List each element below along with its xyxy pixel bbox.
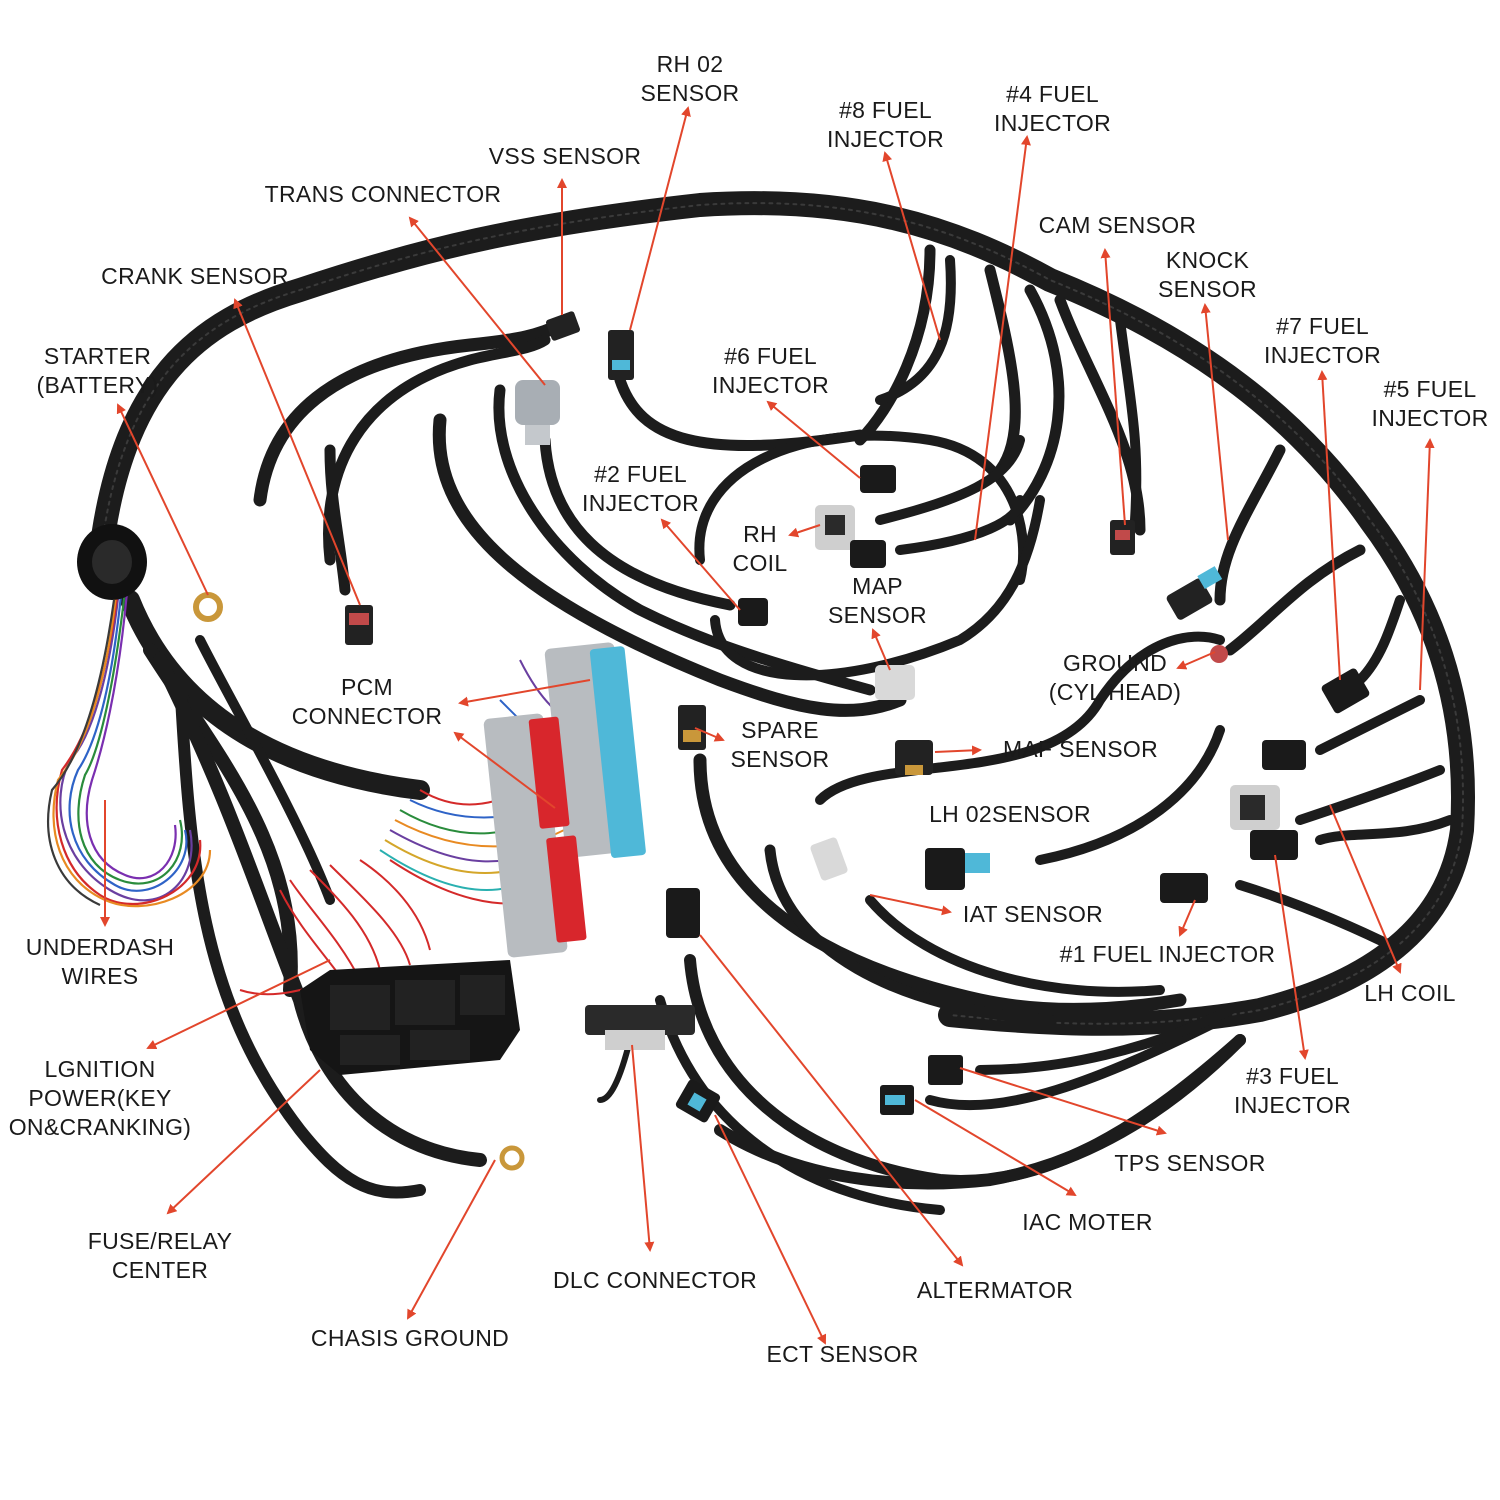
label-lh-o2-sensor: LH 02SENSOR xyxy=(929,801,1091,827)
arrow-fuse-relay-center xyxy=(166,1069,321,1215)
arrow-rh-coil xyxy=(788,524,821,538)
rh-o2-connector-part xyxy=(608,330,634,380)
fuel-injector-1-part xyxy=(1160,873,1208,903)
label-cam-sensor: CAM SENSOR xyxy=(1038,212,1197,238)
tps-connector-part xyxy=(928,1055,963,1085)
arrow-ground-cyl-head xyxy=(1176,651,1216,670)
label-iac-motor: IAC MOTER xyxy=(1022,1209,1153,1235)
arrow-crank-sensor xyxy=(233,298,361,606)
arrow-trans-connector xyxy=(408,216,546,386)
lh-o2-connector-part xyxy=(925,848,965,890)
label-starter-battery: STARTER(BATTERY) xyxy=(36,343,159,398)
dlc-connector-part xyxy=(585,1005,695,1035)
label-dlc-connector: DLC CONNECTOR xyxy=(552,1267,758,1293)
fuel-injector-6-part xyxy=(860,465,896,493)
harness-loom xyxy=(88,191,1475,1215)
arrow-dlc-connector xyxy=(631,1044,655,1252)
trans-connector-part xyxy=(515,380,560,425)
arrow-altermator xyxy=(699,934,964,1267)
arrow-fuel-injector-6 xyxy=(766,400,861,479)
maf-connector-part xyxy=(895,740,933,775)
label-altermator: ALTERMATOR xyxy=(916,1277,1074,1303)
fuel-injector-4-part xyxy=(850,540,886,568)
label-crank-sensor: CRANK SENSOR xyxy=(101,263,289,289)
chasis-ground-ring-terminal xyxy=(499,1145,525,1171)
arrow-fuel-injector-8 xyxy=(882,151,941,341)
connectors xyxy=(193,311,1370,1171)
underdash-wire-bundle xyxy=(47,579,212,908)
ect-connector-part xyxy=(666,888,700,938)
label-ground-cyl-head: GROUND(CYL HEAD) xyxy=(1048,650,1182,705)
fuel-injector-2-part xyxy=(738,598,768,626)
arrow-maf-sensor xyxy=(934,745,982,756)
trunk-lower-left xyxy=(120,590,430,800)
arrow-fuel-injector-2 xyxy=(660,518,741,611)
arrow-fuel-injector-5 xyxy=(1419,438,1435,691)
arrow-lh-coil xyxy=(1329,804,1402,974)
arrow-pcm-connector-upper xyxy=(458,679,591,707)
arrow-tps-sensor xyxy=(959,1067,1167,1136)
arrow-fuel-injector-1 xyxy=(1178,899,1196,937)
pcm-connector-body xyxy=(379,642,646,958)
arrow-fuel-injector-7 xyxy=(1317,370,1341,681)
starter-ring-terminal xyxy=(193,592,223,622)
fuel-injector-7-part xyxy=(1321,668,1370,714)
spare-connector-part xyxy=(678,705,706,750)
arrow-fuel-injector-3 xyxy=(1274,854,1309,1060)
arrow-cam-sensor xyxy=(1100,248,1126,526)
arrow-rh-o2-sensor xyxy=(629,106,691,331)
fuel-injector-3-part xyxy=(1250,830,1298,860)
knock-connector-part xyxy=(1166,578,1213,620)
arrow-ect-sensor xyxy=(714,1114,827,1345)
callout-arrows xyxy=(100,106,1435,1345)
arrow-chasis-ground xyxy=(407,1159,496,1320)
label-maf-sensor: MAF SENSOR xyxy=(1002,736,1159,762)
ground-cyl-head-part xyxy=(1210,645,1228,663)
vss-connector-part xyxy=(545,311,581,341)
label-trans-connector: TRANS CONNECTOR xyxy=(264,181,502,207)
iat-connector-part xyxy=(810,837,848,881)
arrow-iat-sensor xyxy=(869,894,952,916)
fuse-relay-block xyxy=(239,859,520,1075)
arrow-spare-sensor xyxy=(694,727,725,742)
arrow-fuel-injector-4 xyxy=(974,135,1031,541)
map-sensor-part xyxy=(875,665,915,700)
arrow-pcm-connector-lower xyxy=(453,731,556,809)
arrow-ignition-power xyxy=(146,959,331,1050)
fuel-injector-5-part xyxy=(1262,740,1306,770)
label-iat-sensor: IAT SENSOR xyxy=(962,901,1104,927)
arrow-map-sensor xyxy=(871,628,891,671)
label-ect-sensor: ECT SENSOR xyxy=(766,1341,919,1367)
label-vss-sensor: VSS SENSOR xyxy=(488,143,642,169)
arrow-starter-battery xyxy=(116,403,209,596)
label-lh-coil: LH COIL xyxy=(1364,980,1456,1006)
arrow-iac-motor xyxy=(914,1099,1077,1197)
label-chasis-ground: CHASIS GROUND xyxy=(310,1325,510,1351)
arrow-knock-sensor xyxy=(1200,303,1229,541)
label-fuel-injector-1: #1 FUEL INJECTOR xyxy=(1059,941,1276,967)
label-tps-sensor: TPS SENSOR xyxy=(1114,1150,1266,1176)
